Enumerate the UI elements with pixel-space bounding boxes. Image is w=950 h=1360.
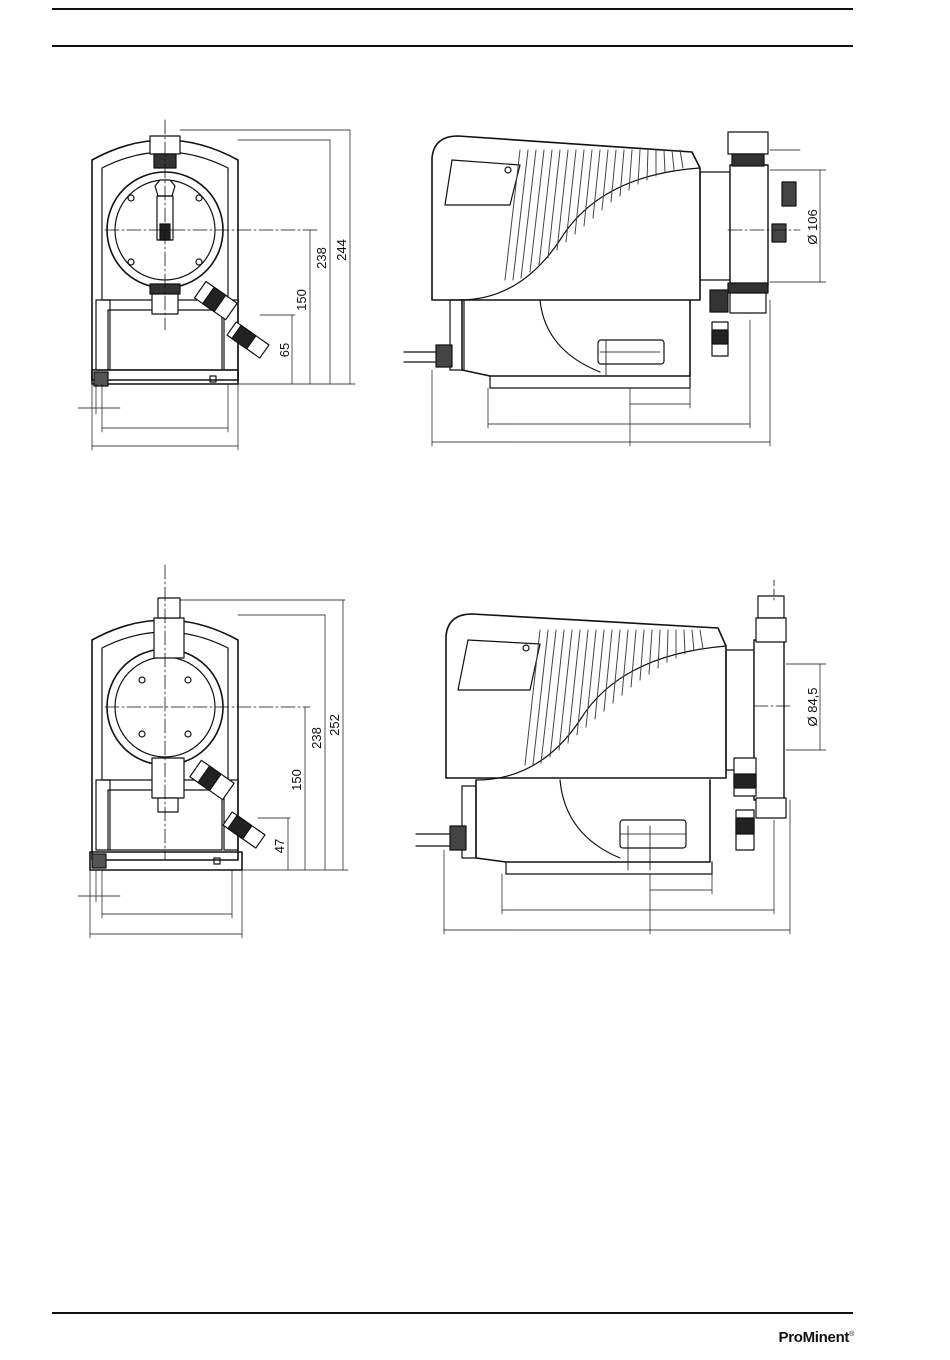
footer-rule [52,1312,853,1314]
side-view-top [404,132,826,446]
registered-mark: ® [849,1331,854,1338]
front-view-bottom [78,565,348,938]
front-view-top [78,120,355,450]
dim-top-front-65: 65 [277,343,292,357]
dim-top-front-238: 238 [314,247,329,269]
dim-top-front-150: 150 [294,289,309,311]
dim-bottom-front-47: 47 [272,839,287,853]
dim-bottom-front-238: 238 [309,727,324,749]
dim-top-side-diameter: Ø 106 [805,209,820,244]
logo-text: ProMinent [779,1329,850,1346]
side-view-bottom [416,580,826,934]
dim-bottom-side-diameter: Ø 84,5 [805,687,820,726]
dim-bottom-front-150: 150 [289,769,304,791]
dim-bottom-front-252: 252 [327,714,342,736]
dim-top-front-244: 244 [334,239,349,261]
prominent-logo: ProMinent® [779,1329,855,1346]
